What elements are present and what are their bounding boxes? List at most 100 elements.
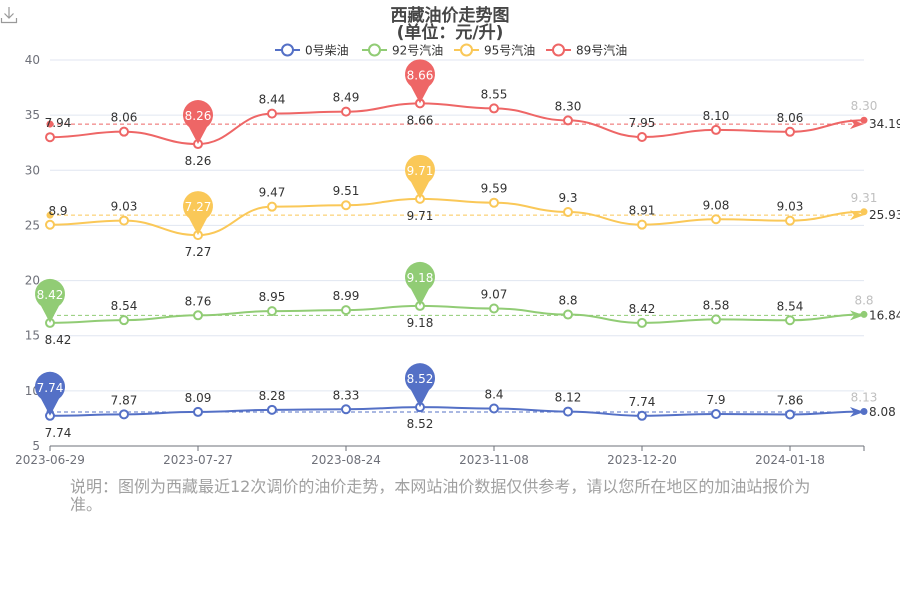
data-label: 8.42 [629, 302, 656, 316]
data-point [563, 115, 573, 126]
data-point [711, 409, 721, 420]
download-icon[interactable] [0, 6, 18, 24]
series-line [49, 197, 865, 237]
markpoints: 8.429.18 [35, 261, 436, 323]
markpoints: 7.74 8.52 [35, 363, 436, 416]
series-2: 25.93 [45, 193, 900, 241]
data-label: 8.28 [259, 389, 286, 403]
series-line [49, 406, 865, 417]
series-1: 16.84 [45, 300, 900, 328]
data-label: 8.8 [558, 294, 577, 308]
markpoint-pin [405, 154, 436, 199]
data-point [119, 409, 129, 420]
data-label: 8.52 [407, 417, 434, 431]
x-tick-label: 2023-08-24 [311, 453, 381, 467]
y-tick-label: 15 [25, 329, 40, 343]
data-point [193, 310, 203, 321]
average-line-arrow [850, 210, 864, 221]
data-label: 8.44 [259, 93, 286, 107]
markpoint-pin [405, 363, 436, 408]
series-line [49, 304, 865, 324]
average-line-arrow [850, 310, 864, 321]
data-label: 8.8 [854, 293, 873, 307]
data-point [860, 407, 868, 415]
average-line-arrow [850, 407, 864, 418]
data-point [193, 406, 203, 417]
data-label: 9.71 [407, 209, 434, 223]
data-label: 8.49 [333, 91, 360, 105]
markpoint-pin [183, 100, 214, 145]
data-label: 9.03 [111, 200, 138, 214]
data-point [860, 116, 868, 124]
data-point [637, 410, 647, 421]
data-point [341, 404, 351, 415]
data-point [119, 315, 129, 326]
data-point [637, 219, 647, 230]
data-point [785, 409, 795, 420]
legend-label: 0号柴油 [305, 44, 349, 58]
y-tick-label: 40 [25, 53, 40, 67]
data-label: 8.12 [555, 391, 582, 405]
data-label: 7.87 [111, 393, 138, 407]
data-label: 7.74 [45, 426, 72, 440]
y-tick-label: 25 [25, 218, 40, 232]
data-label: 7.9 [706, 393, 725, 407]
data-point [489, 303, 499, 314]
y-tick-label: 35 [25, 108, 40, 122]
data-label: 7.86 [777, 393, 804, 407]
data-point [637, 317, 647, 328]
data-label: 8.26 [185, 154, 212, 168]
data-point [45, 219, 55, 230]
data-point [711, 124, 721, 135]
markpoint-label: 8.66 [407, 68, 434, 82]
average-label: 34.19 [869, 117, 900, 131]
data-point [489, 103, 499, 114]
markpoint-pin [35, 278, 65, 323]
x-tick-label: 2023-12-20 [607, 453, 677, 467]
average-line-start [46, 120, 54, 128]
markpoint-label: 9.71 [407, 164, 434, 178]
data-point [563, 309, 573, 320]
legend-item-0[interactable]: 0号柴油 [275, 43, 349, 58]
data-point [341, 200, 351, 211]
data-label: 9.3 [558, 191, 577, 205]
y-tick-label: 5 [32, 439, 40, 453]
data-label: 8.42 [45, 333, 72, 347]
data-point [711, 214, 721, 225]
y-tick-label: 20 [25, 274, 40, 288]
data-point [563, 206, 573, 217]
data-point [711, 314, 721, 325]
data-point [119, 215, 129, 226]
data-label: 9.03 [777, 200, 804, 214]
chart-note: 说明：图例为西藏最近12次调价的油价走势，本网站油价数据仅供参考，请以您所在地区… [70, 477, 811, 514]
data-point [267, 201, 277, 212]
data-label: 8.4 [484, 388, 503, 402]
series-0: 8.08 [45, 402, 896, 421]
series-3: 34.19 [45, 98, 900, 150]
data-point [341, 305, 351, 316]
data-point [563, 406, 573, 417]
markpoint-label: 7.74 [37, 381, 64, 395]
markpoint-pin [183, 191, 214, 236]
markpoint-label: 8.52 [407, 372, 434, 386]
data-point [489, 197, 499, 208]
data-label: 8.33 [333, 388, 360, 402]
data-label: 8.54 [777, 299, 804, 313]
legend-item-2[interactable]: 95号汽油 [454, 43, 535, 58]
data-label: 8.54 [111, 299, 138, 313]
data-label: 9.18 [407, 316, 434, 330]
markpoint-pin [405, 261, 436, 306]
legend-label: 92号汽油 [392, 43, 443, 58]
legend-item-3[interactable]: 89号汽油 [546, 43, 627, 58]
markpoints: 8.268.66 [183, 59, 436, 145]
data-label: 9.08 [703, 198, 730, 212]
markpoint-label: 7.27 [185, 200, 212, 214]
data-label: 8.9 [48, 204, 67, 218]
data-label: 8.30 [555, 99, 582, 113]
data-point [489, 403, 499, 414]
data-label: 9.31 [851, 191, 878, 205]
data-point [785, 215, 795, 226]
legend-item-1[interactable]: 92号汽油 [362, 43, 443, 58]
data-label: 9.59 [481, 182, 508, 196]
